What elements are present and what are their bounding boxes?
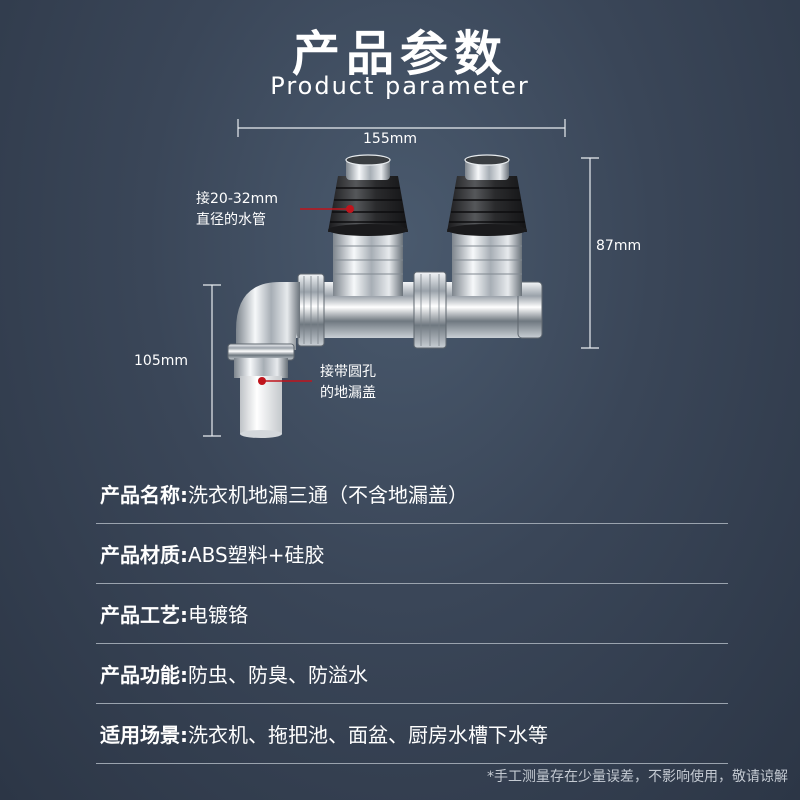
spec-row-material: 产品材质: ABS塑料+硅胶 xyxy=(96,524,728,584)
spec-label: 产品功能: xyxy=(100,663,188,687)
pipe-callout: 接20-32mm 直径的水管 xyxy=(196,189,278,231)
spec-value: 洗衣机、拖把池、面盆、厨房水槽下水等 xyxy=(188,723,548,747)
left-inlet xyxy=(328,154,408,296)
spec-value: 防虫、防臭、防溢水 xyxy=(188,663,368,687)
pipe-callout-line1: 接20-32mm xyxy=(196,191,278,207)
cover-callout-line2: 的地漏盖 xyxy=(320,385,376,401)
cover-callout-leader xyxy=(258,377,312,385)
spec-row-usage: 适用场景: 洗衣机、拖把池、面盆、厨房水槽下水等 xyxy=(96,704,728,764)
spec-label: 适用场景: xyxy=(100,723,188,747)
left-height-dimension-line xyxy=(203,284,221,437)
cover-callout-line1: 接带圆孔 xyxy=(320,364,376,380)
spec-row-process: 产品工艺: 电镀铬 xyxy=(96,584,728,644)
measurement-footnote: *手工测量存在少量误差，不影响使用，敬请谅解 xyxy=(487,769,788,785)
cover-callout: 接带圆孔 的地漏盖 xyxy=(320,362,376,404)
spec-value: ABS塑料+硅胶 xyxy=(188,543,325,567)
right-inlet xyxy=(447,154,527,296)
spec-row-name: 产品名称: 洗衣机地漏三通（不含地漏盖） xyxy=(96,464,728,524)
page-subtitle: Product parameter xyxy=(270,72,530,100)
elbow-outlet xyxy=(227,282,300,438)
right-height-dimension-line xyxy=(581,157,599,349)
spec-label: 产品工艺: xyxy=(100,603,188,627)
pipe-callout-leader xyxy=(300,205,354,213)
spec-label: 产品名称: xyxy=(100,483,188,507)
spec-value: 电镀铬 xyxy=(188,603,248,627)
width-dimension-label: 155mm xyxy=(363,131,417,147)
product-illustration xyxy=(203,119,599,438)
spec-label: 产品材质: xyxy=(100,543,188,567)
page-title: 产品参数 xyxy=(291,26,508,82)
spec-value: 洗衣机地漏三通（不含地漏盖） xyxy=(188,483,468,507)
right-height-dimension-label: 87mm xyxy=(596,238,642,254)
pipe-callout-line2: 直径的水管 xyxy=(196,212,266,228)
spec-row-function: 产品功能: 防虫、防臭、防溢水 xyxy=(96,644,728,704)
spec-table: 产品名称: 洗衣机地漏三通（不含地漏盖） 产品材质: ABS塑料+硅胶 产品工艺… xyxy=(96,464,728,764)
width-dimension-line xyxy=(237,119,566,137)
left-height-dimension-label: 105mm xyxy=(134,353,188,369)
